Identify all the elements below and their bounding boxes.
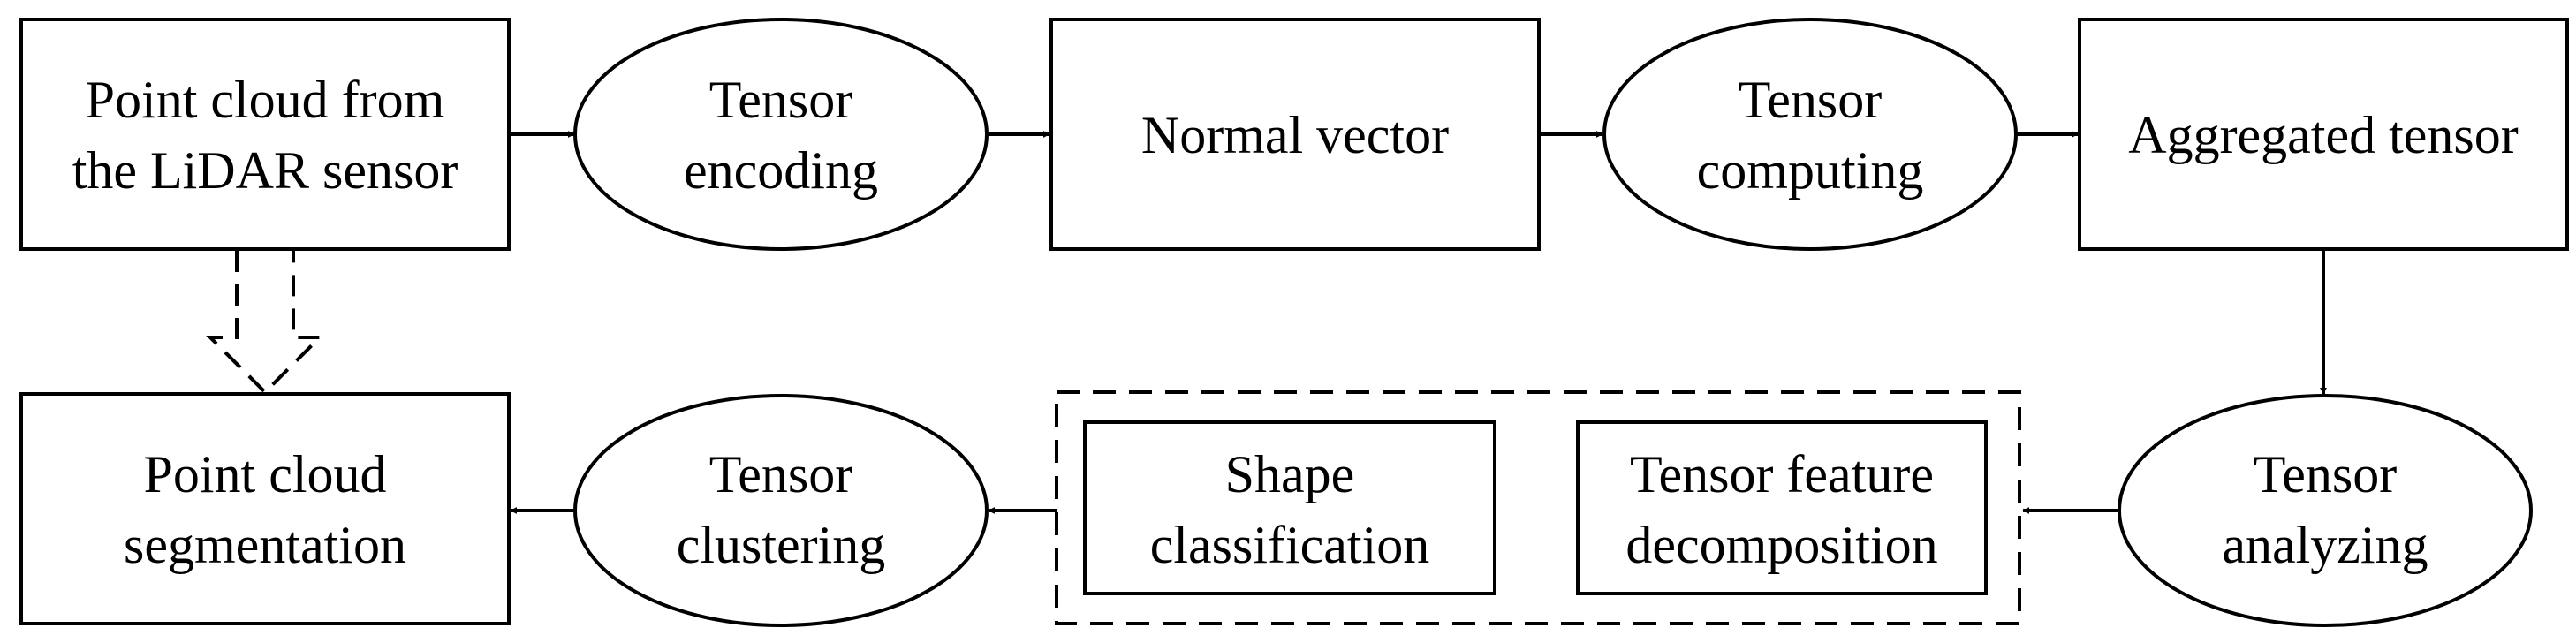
node-point-cloud-segmentation-line2: segmentation [124, 516, 406, 574]
node-tensor-analyzing-line2: analyzing [2222, 516, 2428, 574]
node-tensor-encoding-line1: Tensor [709, 71, 852, 129]
node-point-cloud: Point cloud from the LiDAR sensor [19, 18, 511, 251]
node-tensor-encoding: Tensor encoding [573, 18, 989, 251]
feature-group-dashed-border [1055, 390, 2021, 625]
node-tensor-clustering-line1: Tensor [709, 445, 852, 503]
node-shape-classification: Shape classification [1083, 420, 1496, 595]
node-tensor-computing: Tensor computing [1602, 18, 2018, 251]
node-tensor-analyzing: Tensor analyzing [2118, 394, 2533, 627]
dashed-hollow-arrow-point-cloud-to-segmentation [206, 251, 324, 395]
node-normal-vector-line1: Normal vector [1141, 106, 1449, 164]
node-aggregated-tensor: Aggregated tensor [2078, 18, 2569, 251]
node-aggregated-tensor-line1: Aggregated tensor [2128, 106, 2519, 164]
node-tensor-computing-line2: computing [1697, 141, 1924, 200]
node-shape-classification-line1: Shape [1225, 445, 1355, 503]
node-point-cloud-segmentation: Point cloud segmentation [19, 392, 511, 625]
node-tensor-clustering-line2: clustering [677, 516, 886, 574]
node-shape-classification-line2: classification [1150, 516, 1430, 574]
node-tensor-feature-decomposition-line2: decomposition [1625, 516, 1937, 574]
node-tensor-feature-decomposition-line1: Tensor feature [1630, 445, 1934, 503]
feature-group: Shape classification Tensor feature deco… [1055, 390, 2021, 625]
node-tensor-feature-decomposition: Tensor feature decomposition [1576, 420, 1988, 595]
node-point-cloud-segmentation-line1: Point cloud [143, 445, 386, 503]
node-tensor-clustering: Tensor clustering [573, 394, 989, 627]
node-tensor-encoding-line2: encoding [684, 141, 878, 200]
node-point-cloud-line2: the LiDAR sensor [72, 141, 458, 200]
node-tensor-analyzing-line1: Tensor [2254, 445, 2397, 503]
node-tensor-computing-line1: Tensor [1739, 71, 1882, 129]
node-point-cloud-line1: Point cloud from [86, 71, 445, 129]
node-normal-vector: Normal vector [1049, 18, 1541, 251]
